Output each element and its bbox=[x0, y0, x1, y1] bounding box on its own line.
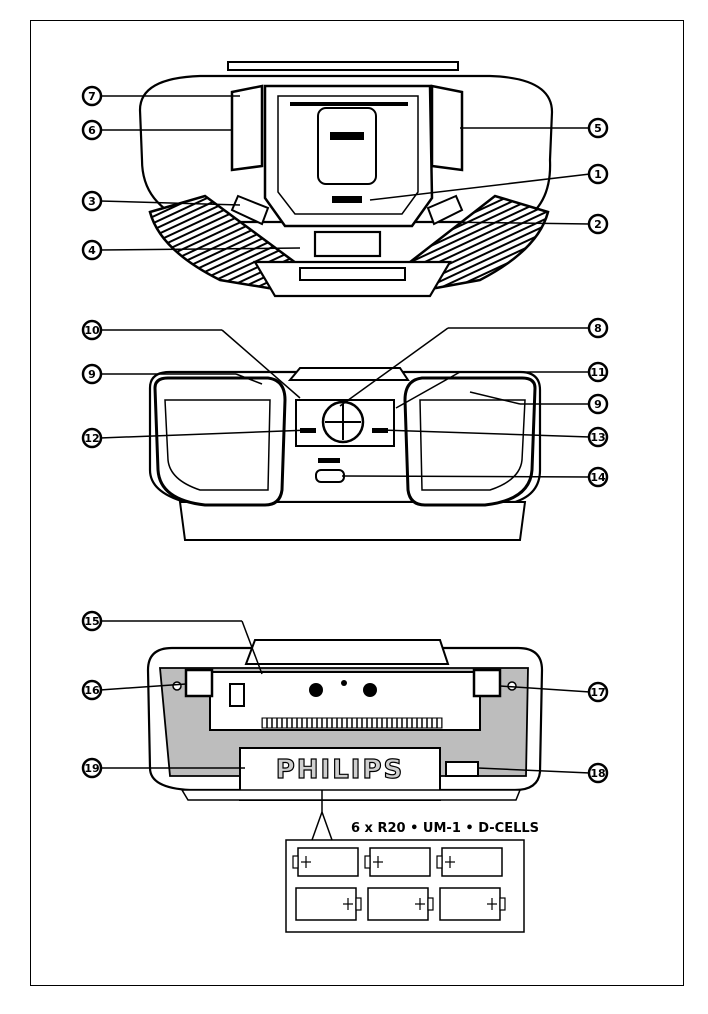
callout-5: 5 bbox=[589, 119, 607, 137]
callout-3: 3 bbox=[83, 192, 101, 210]
callout-14-label: 14 bbox=[590, 471, 606, 484]
callout-7-label: 7 bbox=[88, 90, 96, 103]
battery-cell bbox=[368, 888, 433, 920]
callout-3-label: 3 bbox=[88, 195, 96, 208]
callout-15: 15 bbox=[83, 612, 101, 630]
top-left-speaker bbox=[155, 378, 285, 505]
rear-view: PHILIPS bbox=[148, 640, 542, 800]
callout-11-label: 11 bbox=[590, 366, 605, 379]
callout-9-left: 9 bbox=[83, 365, 101, 383]
callout-9-left-label: 9 bbox=[88, 368, 96, 381]
battery-cell bbox=[437, 848, 502, 876]
left-jack bbox=[309, 683, 323, 697]
battery-cell bbox=[365, 848, 430, 876]
top-right-speaker bbox=[405, 378, 535, 505]
callout-6-label: 6 bbox=[88, 124, 96, 137]
callout-10-label: 10 bbox=[84, 324, 100, 337]
callout-11: 11 bbox=[589, 363, 607, 381]
antenna bbox=[228, 62, 458, 70]
top-base bbox=[180, 502, 525, 540]
callout-8-label: 8 bbox=[594, 322, 602, 335]
callout-10: 10 bbox=[83, 321, 101, 339]
callout-14: 14 bbox=[589, 468, 607, 486]
switch bbox=[230, 684, 244, 706]
brand-logo: PHILIPS bbox=[276, 755, 405, 785]
callout-2-label: 2 bbox=[594, 218, 602, 231]
right-socket bbox=[474, 670, 500, 696]
callout-19: 19 bbox=[83, 759, 101, 777]
left-handle bbox=[232, 86, 262, 170]
battery-cell bbox=[293, 848, 358, 876]
callout-12-label: 12 bbox=[84, 432, 99, 445]
right-jack bbox=[363, 683, 377, 697]
left-socket bbox=[186, 670, 212, 696]
callout-19-label: 19 bbox=[84, 762, 99, 775]
rear-handle bbox=[246, 640, 448, 664]
oval-button bbox=[316, 470, 344, 482]
callout-1-label: 1 bbox=[594, 168, 602, 181]
battery-cell bbox=[296, 888, 361, 920]
callout-6: 6 bbox=[83, 121, 101, 139]
cd-window-label bbox=[330, 132, 364, 140]
callout-17-label: 17 bbox=[590, 686, 605, 699]
callout-5-label: 5 bbox=[594, 122, 602, 135]
callout-18-label: 18 bbox=[590, 767, 605, 780]
door-text-strip bbox=[290, 102, 408, 106]
panel-label bbox=[318, 458, 340, 463]
right-handle bbox=[432, 86, 462, 170]
callout-16: 16 bbox=[83, 681, 101, 699]
callout-9-right: 9 bbox=[589, 395, 607, 413]
callout-17: 17 bbox=[589, 683, 607, 701]
callout-16-label: 16 bbox=[84, 684, 100, 697]
left-screw bbox=[173, 682, 181, 690]
ac-socket bbox=[446, 762, 478, 776]
callout-4-label: 4 bbox=[88, 244, 96, 257]
callout-4: 4 bbox=[83, 241, 101, 259]
callout-13-label: 13 bbox=[590, 431, 605, 444]
callout-13: 13 bbox=[589, 428, 607, 446]
callout-2: 2 bbox=[589, 215, 607, 233]
center-jack bbox=[341, 680, 347, 686]
callout-12: 12 bbox=[83, 429, 101, 447]
rear-foot bbox=[182, 790, 520, 800]
callout-18: 18 bbox=[589, 764, 607, 782]
callout-15-label: 15 bbox=[84, 615, 99, 628]
callout-7: 7 bbox=[83, 87, 101, 105]
display-panel bbox=[315, 232, 380, 256]
battery-spec: 6 x R20 • UM-1 • D-CELLS bbox=[351, 821, 539, 836]
logo-plate bbox=[332, 196, 362, 203]
battery-diagram bbox=[286, 840, 524, 932]
callout-9-right-label: 9 bbox=[594, 398, 602, 411]
battery-cell bbox=[440, 888, 505, 920]
callout-8: 8 bbox=[589, 319, 607, 337]
top-view bbox=[150, 368, 540, 540]
front-view bbox=[140, 62, 552, 296]
cd-window bbox=[318, 108, 376, 184]
base-slot bbox=[300, 268, 405, 280]
rear-vents bbox=[262, 718, 442, 728]
callout-1: 1 bbox=[589, 165, 607, 183]
